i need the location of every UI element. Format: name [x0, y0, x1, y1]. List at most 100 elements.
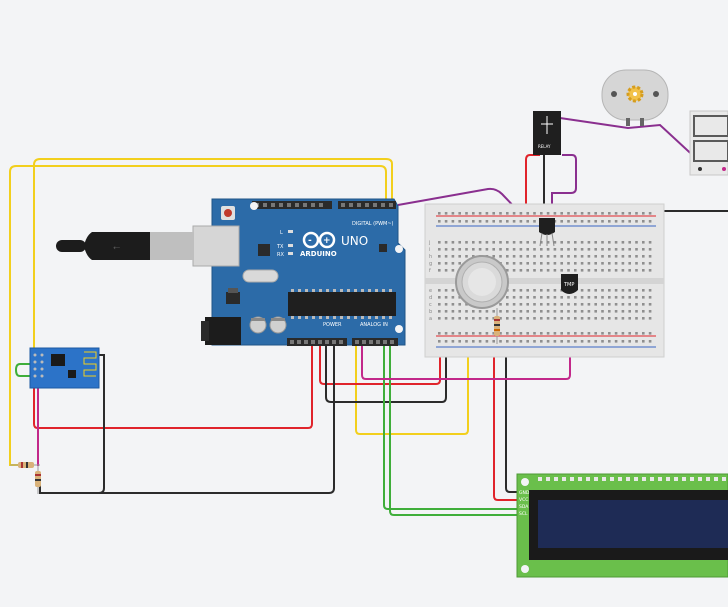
breadboard-hole[interactable] [444, 220, 448, 223]
breadboard-hole[interactable] [512, 303, 516, 306]
breadboard-hole[interactable] [567, 317, 570, 320]
breadboard-hole[interactable] [492, 241, 495, 244]
breadboard-hole[interactable] [506, 269, 509, 272]
breadboard-hole[interactable] [499, 241, 502, 244]
breadboard-hole[interactable] [608, 212, 611, 215]
breadboard-hole[interactable] [601, 212, 604, 215]
breadboard-hole[interactable] [458, 241, 461, 244]
esp8266-module[interactable] [29, 347, 100, 389]
breadboard-hole[interactable] [444, 241, 448, 244]
breadboard-hole[interactable] [601, 248, 604, 251]
wire-black-esp-gnd[interactable] [40, 354, 105, 494]
breadboard-hole[interactable] [451, 303, 455, 306]
breadboard-hole[interactable] [485, 241, 489, 244]
breadboard-hole[interactable] [458, 332, 461, 335]
breadboard-hole[interactable] [635, 220, 638, 223]
breadboard-hole[interactable] [580, 262, 584, 265]
breadboard-hole[interactable] [499, 255, 502, 258]
breadboard-hole[interactable] [553, 241, 557, 244]
breadboard-hole[interactable] [465, 317, 468, 320]
breadboard-hole[interactable] [642, 248, 645, 251]
breadboard-hole[interactable] [608, 269, 611, 272]
breadboard-hole[interactable] [648, 289, 652, 292]
breadboard-hole[interactable] [465, 310, 468, 313]
breadboard-hole[interactable] [546, 296, 550, 299]
breadboard-hole[interactable] [478, 310, 482, 313]
breadboard-hole[interactable] [458, 262, 461, 265]
breadboard-hole[interactable] [614, 212, 618, 215]
breadboard-hole[interactable] [465, 255, 468, 258]
breadboard-hole[interactable] [628, 262, 631, 265]
breadboard-hole[interactable] [465, 332, 468, 335]
breadboard-hole[interactable] [594, 212, 597, 215]
breadboard-hole[interactable] [635, 332, 638, 335]
breadboard-hole[interactable] [444, 248, 448, 251]
breadboard-hole[interactable] [465, 220, 468, 223]
breadboard-hole[interactable] [526, 340, 529, 343]
breadboard-hole[interactable] [642, 310, 645, 313]
breadboard-hole[interactable] [567, 303, 570, 306]
breadboard-hole[interactable] [567, 241, 570, 244]
breadboard-hole[interactable] [574, 310, 577, 313]
breadboard-hole[interactable] [451, 317, 455, 320]
breadboard-hole[interactable] [492, 220, 495, 223]
breadboard-hole[interactable] [614, 262, 618, 265]
breadboard-hole[interactable] [601, 220, 604, 223]
breadboard-hole[interactable] [526, 303, 529, 306]
breadboard-hole[interactable] [512, 262, 516, 265]
breadboard-hole[interactable] [594, 340, 597, 343]
breadboard-hole[interactable] [519, 262, 523, 265]
breadboard-hole[interactable] [628, 340, 631, 343]
breadboard-hole[interactable] [506, 317, 509, 320]
breadboard-hole[interactable] [621, 262, 625, 265]
breadboard-hole[interactable] [512, 241, 516, 244]
breadboard-hole[interactable] [621, 269, 625, 272]
breadboard-hole[interactable] [621, 303, 625, 306]
breadboard-hole[interactable] [472, 212, 475, 215]
breadboard-hole[interactable] [594, 317, 597, 320]
breadboard-hole[interactable] [519, 212, 523, 215]
breadboard-hole[interactable] [526, 310, 529, 313]
breadboard-hole[interactable] [451, 241, 455, 244]
breadboard-hole[interactable] [540, 241, 543, 244]
breadboard-hole[interactable] [574, 255, 577, 258]
lcd-display[interactable]: GND VCC SDA SCL [516, 473, 728, 578]
breadboard-hole[interactable] [444, 296, 448, 299]
breadboard-hole[interactable] [608, 340, 611, 343]
breadboard-hole[interactable] [635, 317, 638, 320]
breadboard-hole[interactable] [635, 269, 638, 272]
breadboard-hole[interactable] [546, 332, 550, 335]
wire-purple-relay[interactable] [551, 154, 577, 211]
breadboard-hole[interactable] [594, 220, 597, 223]
breadboard-hole[interactable] [608, 255, 611, 258]
breadboard-hole[interactable] [587, 212, 591, 215]
breadboard-hole[interactable] [540, 340, 543, 343]
breadboard-hole[interactable] [438, 248, 441, 251]
breadboard-hole[interactable] [621, 340, 625, 343]
breadboard-hole[interactable] [485, 317, 489, 320]
breadboard-hole[interactable] [533, 248, 536, 251]
breadboard-hole[interactable] [438, 303, 441, 306]
breadboard-hole[interactable] [444, 317, 448, 320]
breadboard-hole[interactable] [499, 212, 502, 215]
wire-red-lcd-vcc[interactable] [493, 322, 517, 501]
breadboard-hole[interactable] [553, 310, 557, 313]
breadboard-hole[interactable] [642, 241, 645, 244]
breadboard-hole[interactable] [553, 332, 557, 335]
breadboard-hole[interactable] [560, 255, 563, 258]
breadboard-hole[interactable] [512, 255, 516, 258]
breadboard-hole[interactable] [594, 241, 597, 244]
breadboard-hole[interactable] [560, 317, 563, 320]
breadboard-hole[interactable] [438, 262, 441, 265]
breadboard-hole[interactable] [444, 332, 448, 335]
breadboard-hole[interactable] [438, 241, 441, 244]
breadboard-hole[interactable] [472, 255, 475, 258]
breadboard-hole[interactable] [580, 317, 584, 320]
breadboard-hole[interactable] [608, 241, 611, 244]
breadboard-hole[interactable] [601, 255, 604, 258]
breadboard-hole[interactable] [451, 340, 455, 343]
wire-yellow-top-outer[interactable] [9, 165, 387, 466]
breadboard-hole[interactable] [492, 317, 495, 320]
breadboard-hole[interactable] [472, 317, 475, 320]
breadboard-hole[interactable] [438, 220, 441, 223]
